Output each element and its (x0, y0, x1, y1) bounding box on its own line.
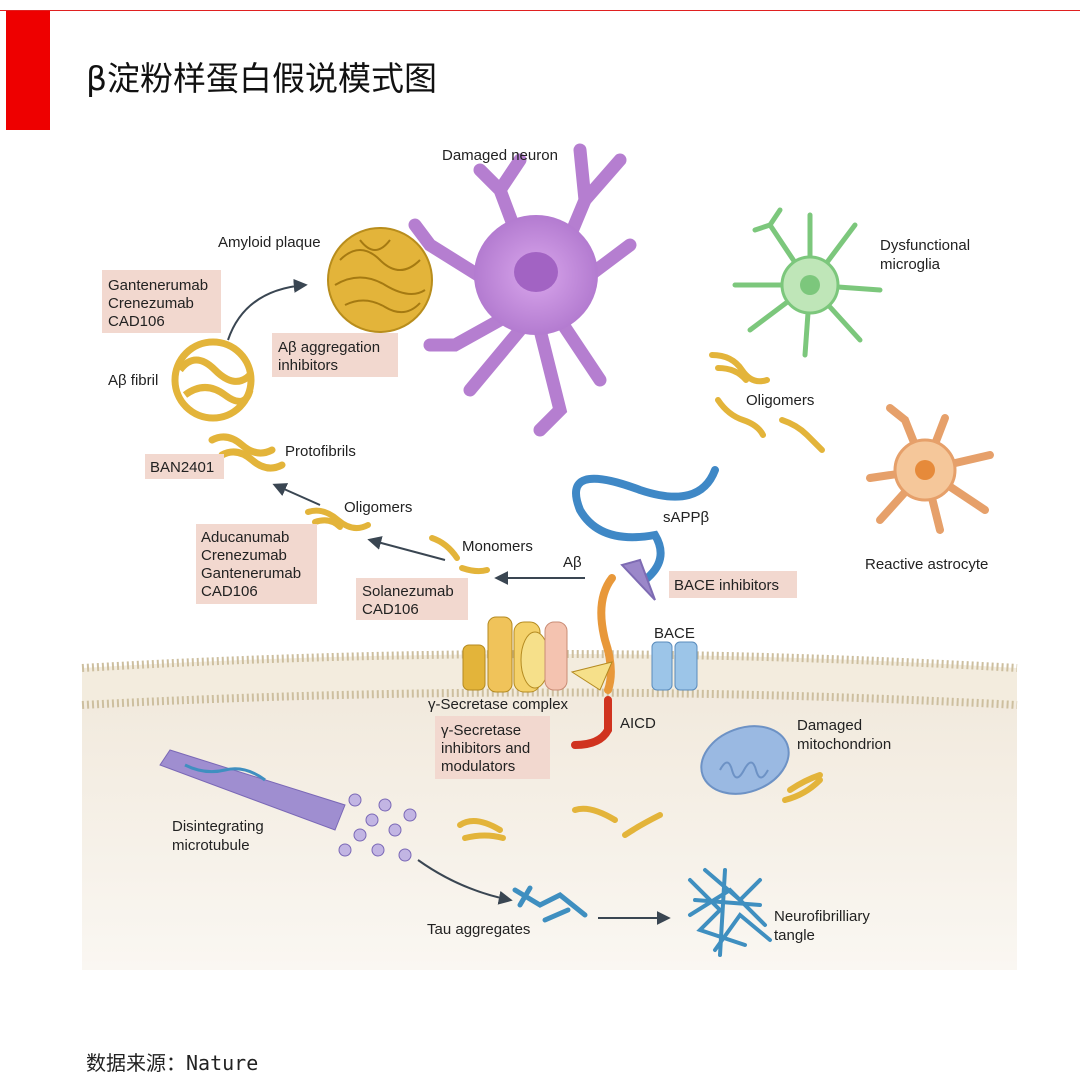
amyloid-plaque (327, 227, 433, 333)
drug-box-aggregation: Aβ aggregation inhibitors (272, 333, 398, 377)
app-protein (571, 466, 719, 749)
dysfunctional-microglia (732, 207, 883, 358)
monomers (429, 535, 490, 575)
drug-name: Solanezumab (362, 583, 454, 600)
label-mito-1: Damaged (797, 717, 862, 734)
arrow-monomers-to-oligomers (367, 536, 446, 561)
drug-name: Crenezumab (108, 295, 194, 312)
oligomers-left (305, 507, 371, 532)
drug-name: modulators (441, 758, 515, 775)
label-tau-aggregates: Tau aggregates (427, 921, 530, 938)
drug-name: Crenezumab (201, 547, 287, 564)
drug-box-monomer: Solanezumab CAD106 (356, 578, 468, 620)
drug-box-oligomer: Aducanumab Crenezumab Gantenerumab CAD10… (196, 524, 317, 604)
damaged-neuron (408, 143, 637, 437)
page-title: β淀粉样蛋白假说模式图 (86, 59, 438, 98)
protofibrils (208, 433, 286, 472)
drug-name: inhibitors and (441, 740, 530, 757)
label-oligomers-right: Oligomers (746, 392, 814, 409)
drug-box-fibril: Gantenerumab Crenezumab CAD106 (102, 270, 221, 333)
arrow-oligomers-to-protofibrils (272, 483, 321, 506)
label-protofibrils: Protofibrils (285, 443, 356, 460)
drug-name: γ-Secretase (441, 722, 521, 739)
drug-box-bace: BACE inhibitors (669, 571, 797, 598)
reactive-astrocyte (866, 404, 994, 534)
tau-aggregates (512, 885, 588, 923)
drug-name: BAN2401 (150, 459, 214, 476)
bace-enzyme (651, 641, 698, 691)
drug-name: Aβ aggregation (278, 339, 380, 356)
drug-name: CAD106 (108, 313, 165, 330)
cell-membrane (81, 650, 1018, 970)
title-accent-bar (6, 11, 50, 130)
label-monomers: Monomers (462, 538, 533, 555)
label-microglia-2: microglia (880, 256, 941, 273)
label-microglia-1: Dysfunctional (880, 237, 970, 254)
drug-name: CAD106 (201, 583, 258, 600)
source-note: 数据来源：Nature (86, 1051, 259, 1075)
damaged-mitochondrion (700, 725, 790, 795)
label-oligomers-left: Oligomers (344, 499, 412, 516)
label-aicd: AICD (620, 715, 656, 732)
drug-box-gamma: γ-Secretase inhibitors and modulators (435, 716, 550, 779)
label-amyloid-plaque: Amyloid plaque (218, 234, 321, 251)
label-bace: BACE (654, 625, 695, 642)
label-damaged-neuron: Damaged neuron (442, 147, 558, 164)
drug-name: Gantenerumab (108, 277, 208, 294)
drug-name: CAD106 (362, 601, 419, 618)
gamma-secretase-complex (462, 616, 613, 693)
drug-name: BACE inhibitors (674, 577, 779, 594)
label-reactive-astrocyte: Reactive astrocyte (865, 556, 988, 573)
arrow-fibril-to-plaque (227, 278, 308, 341)
drug-name: Gantenerumab (201, 565, 301, 582)
label-tangle-1: Neurofibrilliary (774, 908, 870, 925)
arrow-microtubule-to-tau (417, 859, 513, 905)
neurofibrillary-tangle (688, 868, 772, 957)
top-rule (0, 10, 1080, 11)
label-mito-2: mitochondrion (797, 736, 891, 753)
label-microtubule-1: Disintegrating (172, 818, 264, 835)
label-ab: Aβ (563, 554, 582, 571)
ab-fibril (171, 338, 255, 422)
label-gamma-complex: γ-Secretase complex (428, 696, 569, 713)
label-microtubule-2: microtubule (172, 837, 250, 854)
drug-box-ban: BAN2401 (145, 454, 224, 479)
disintegrating-microtubule (159, 749, 417, 862)
drug-name: Aducanumab (201, 529, 289, 546)
drug-name: inhibitors (278, 357, 338, 374)
label-ab-fibril: Aβ fibril (108, 372, 158, 389)
label-tangle-2: tangle (774, 927, 815, 944)
intracellular-ab (457, 772, 823, 841)
label-sappb: sAPPβ (663, 509, 710, 526)
oligomers-right (709, 352, 825, 453)
